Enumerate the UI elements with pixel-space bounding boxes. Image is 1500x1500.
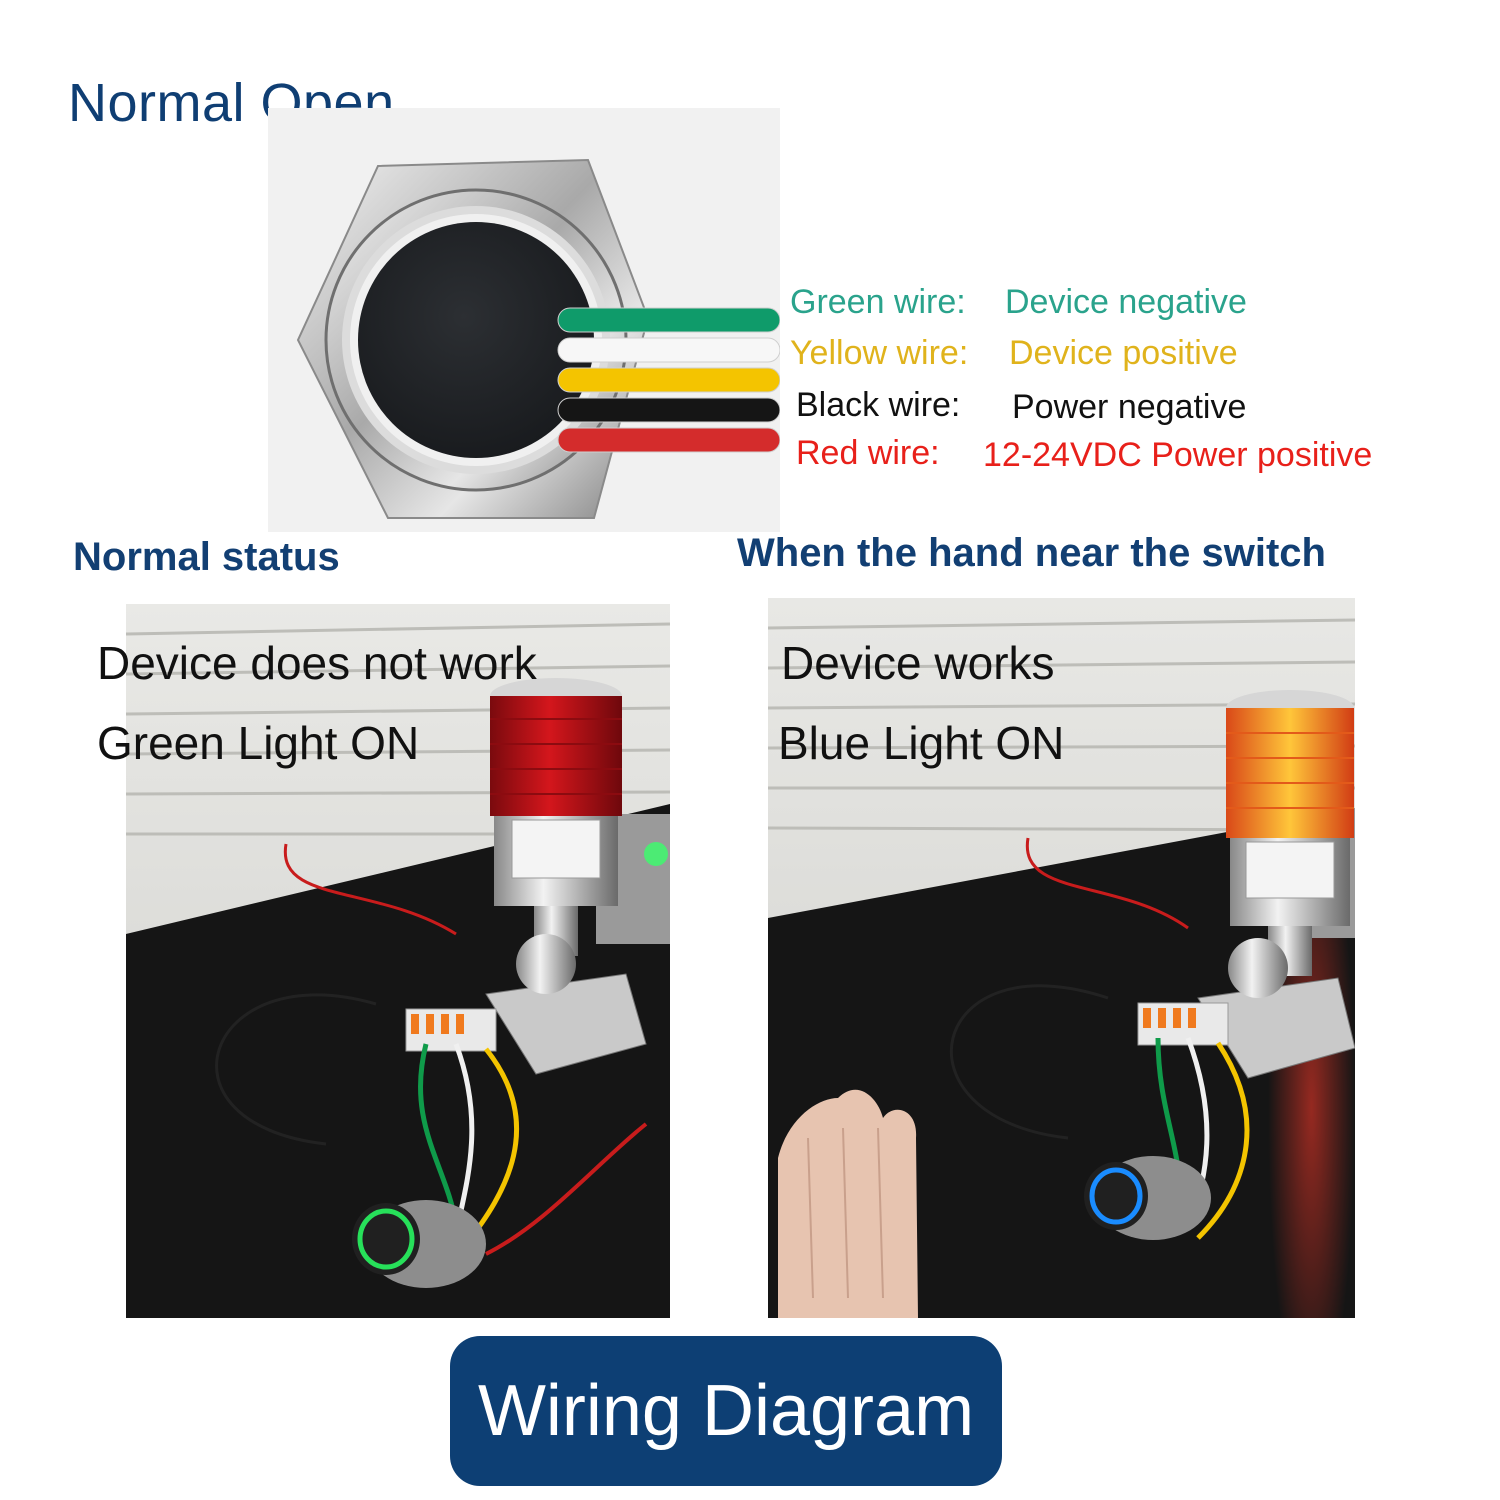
wire-strands — [557, 307, 780, 453]
right-overlay-line2: Blue Light ON — [778, 717, 1065, 769]
wire-yellow-label: Yellow wire: — [790, 334, 969, 372]
switch-face — [358, 222, 594, 458]
right-panel-heading: When the hand near the switch — [737, 531, 1326, 575]
switch-closeup-photo — [268, 108, 780, 532]
wire-red-function: 12-24VDC Power positive — [983, 436, 1373, 474]
left-overlay-line2: Green Light ON — [97, 717, 420, 769]
hand-shape — [778, 1089, 918, 1318]
wire-green-label: Green wire: — [790, 283, 966, 321]
right-overlay-line1: Device works — [781, 637, 1055, 689]
wiring-diagram-banner: Wiring Diagram — [450, 1336, 1002, 1486]
wire-green-function: Device negative — [1005, 283, 1247, 321]
left-panel-heading: Normal status — [73, 535, 340, 579]
wire-strand-yellow — [557, 367, 780, 393]
right-status-photo — [768, 598, 1355, 1318]
green-indicator — [644, 842, 668, 866]
wire-strand-black — [557, 397, 780, 423]
wire-yellow-function: Device positive — [1009, 334, 1238, 372]
wire-strand-green — [557, 307, 780, 333]
wire-red-label: Red wire: — [796, 434, 940, 472]
wire-strand-white — [557, 337, 780, 363]
wire-black-label: Black wire: — [796, 386, 961, 424]
left-switch-ring — [357, 1208, 415, 1270]
banner-label: Wiring Diagram — [477, 1371, 975, 1451]
wire-strand-red — [557, 427, 780, 453]
right-scene — [768, 598, 1355, 1318]
left-status-photo — [126, 604, 670, 1318]
left-scene — [126, 604, 670, 1318]
right-switch-ring — [1089, 1167, 1143, 1225]
wire-black-function: Power negative — [1012, 388, 1247, 426]
left-overlay-line1: Device does not work — [97, 637, 537, 689]
